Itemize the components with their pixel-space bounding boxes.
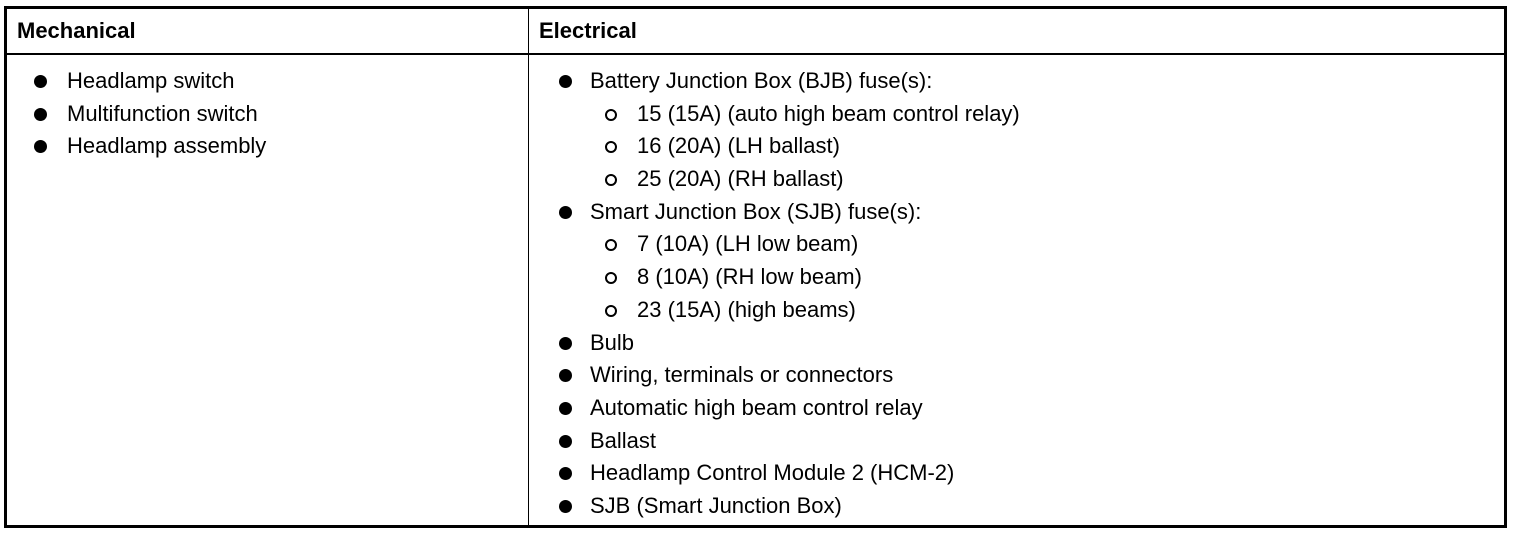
list-item-text: Battery Junction Box (BJB) fuse(s): bbox=[590, 68, 933, 93]
list-item-text: Headlamp Control Module 2 (HCM-2) bbox=[590, 460, 955, 486]
header-mechanical: Mechanical bbox=[17, 18, 136, 43]
list-item-text: Headlamp switch bbox=[67, 68, 235, 93]
list-item-text: 8 (10A) (RH low beam) bbox=[637, 264, 862, 290]
electrical-column: Battery Junction Box (BJB) fuse(s): 15 (1… bbox=[529, 66, 1504, 524]
list-item-text: Multifunction switch bbox=[67, 100, 258, 126]
list-item-text: 15 (15A) (auto high beam control relay) bbox=[637, 100, 1020, 126]
list-item-text: 23 (15A) (high beams) bbox=[637, 296, 856, 322]
list-item: Smart Junction Box (SJB) fuse(s): bbox=[529, 197, 1504, 230]
filled-bullet-icon bbox=[559, 369, 572, 383]
hollow-bullet-icon bbox=[605, 272, 617, 285]
hollow-bullet-icon bbox=[605, 141, 617, 154]
list-item: 25 (20A) (RH ballast) bbox=[529, 164, 1504, 197]
list-item-text: Smart Junction Box (SJB) fuse(s): bbox=[590, 198, 922, 224]
table-header-row: Mechanical Electrical bbox=[7, 9, 1504, 55]
list-item-text: Bulb bbox=[590, 329, 635, 355]
list-item-text: Wiring, terminals or connectors bbox=[590, 362, 894, 388]
list-item: Battery Junction Box (BJB) fuse(s): bbox=[529, 66, 1504, 99]
list-item: Automatic high beam control relay bbox=[529, 393, 1504, 426]
hollow-bullet-icon bbox=[605, 174, 617, 187]
list-item: 8 (10A) (RH low beam) bbox=[529, 262, 1504, 295]
list-item: Headlamp assembly bbox=[7, 131, 527, 164]
list-item: Headlamp switch bbox=[7, 66, 527, 99]
list-item-text: 16 (20A) (LH ballast) bbox=[637, 133, 840, 159]
list-item-text: 7 (10A) (LH low beam) bbox=[637, 231, 859, 257]
list-item: Wiring, terminals or connectors bbox=[529, 360, 1504, 393]
list-item: SJB (Smart Junction Box) bbox=[529, 491, 1504, 524]
hollow-bullet-icon bbox=[605, 239, 617, 252]
list-item-text: Ballast bbox=[590, 427, 657, 453]
electrical-list: Battery Junction Box (BJB) fuse(s): 15 (1… bbox=[529, 66, 1504, 524]
filled-bullet-icon bbox=[559, 205, 572, 219]
list-item: 15 (15A) (auto high beam control relay) bbox=[529, 99, 1504, 132]
column-divider bbox=[528, 9, 529, 525]
list-item-text: Automatic high beam control relay bbox=[590, 394, 923, 420]
list-item-text: SJB (Smart Junction Box) bbox=[590, 492, 842, 518]
hollow-bullet-icon bbox=[605, 304, 617, 317]
list-item-text: Headlamp assembly bbox=[67, 133, 267, 159]
filled-bullet-icon bbox=[559, 467, 572, 481]
filled-bullet-icon bbox=[34, 107, 47, 121]
list-item: Headlamp Control Module 2 (HCM-2) bbox=[529, 458, 1504, 491]
filled-bullet-icon bbox=[559, 434, 572, 448]
list-item: Bulb bbox=[529, 328, 1504, 361]
list-item: 7 (10A) (LH low beam) bbox=[529, 229, 1504, 262]
filled-bullet-icon bbox=[34, 140, 47, 154]
list-item: 16 (20A) (LH ballast) bbox=[529, 131, 1504, 164]
filled-bullet-icon bbox=[559, 499, 572, 513]
list-item-text: 25 (20A) (RH ballast) bbox=[637, 166, 844, 192]
list-item: Multifunction switch bbox=[7, 99, 527, 132]
filled-bullet-icon bbox=[559, 75, 572, 88]
list-item: 23 (15A) (high beams) bbox=[529, 295, 1504, 328]
filled-bullet-icon bbox=[34, 75, 47, 88]
filled-bullet-icon bbox=[559, 336, 572, 350]
list-item: Ballast bbox=[529, 426, 1504, 459]
header-electrical: Electrical bbox=[539, 18, 637, 43]
filled-bullet-icon bbox=[559, 401, 572, 415]
hollow-bullet-icon bbox=[605, 108, 617, 121]
